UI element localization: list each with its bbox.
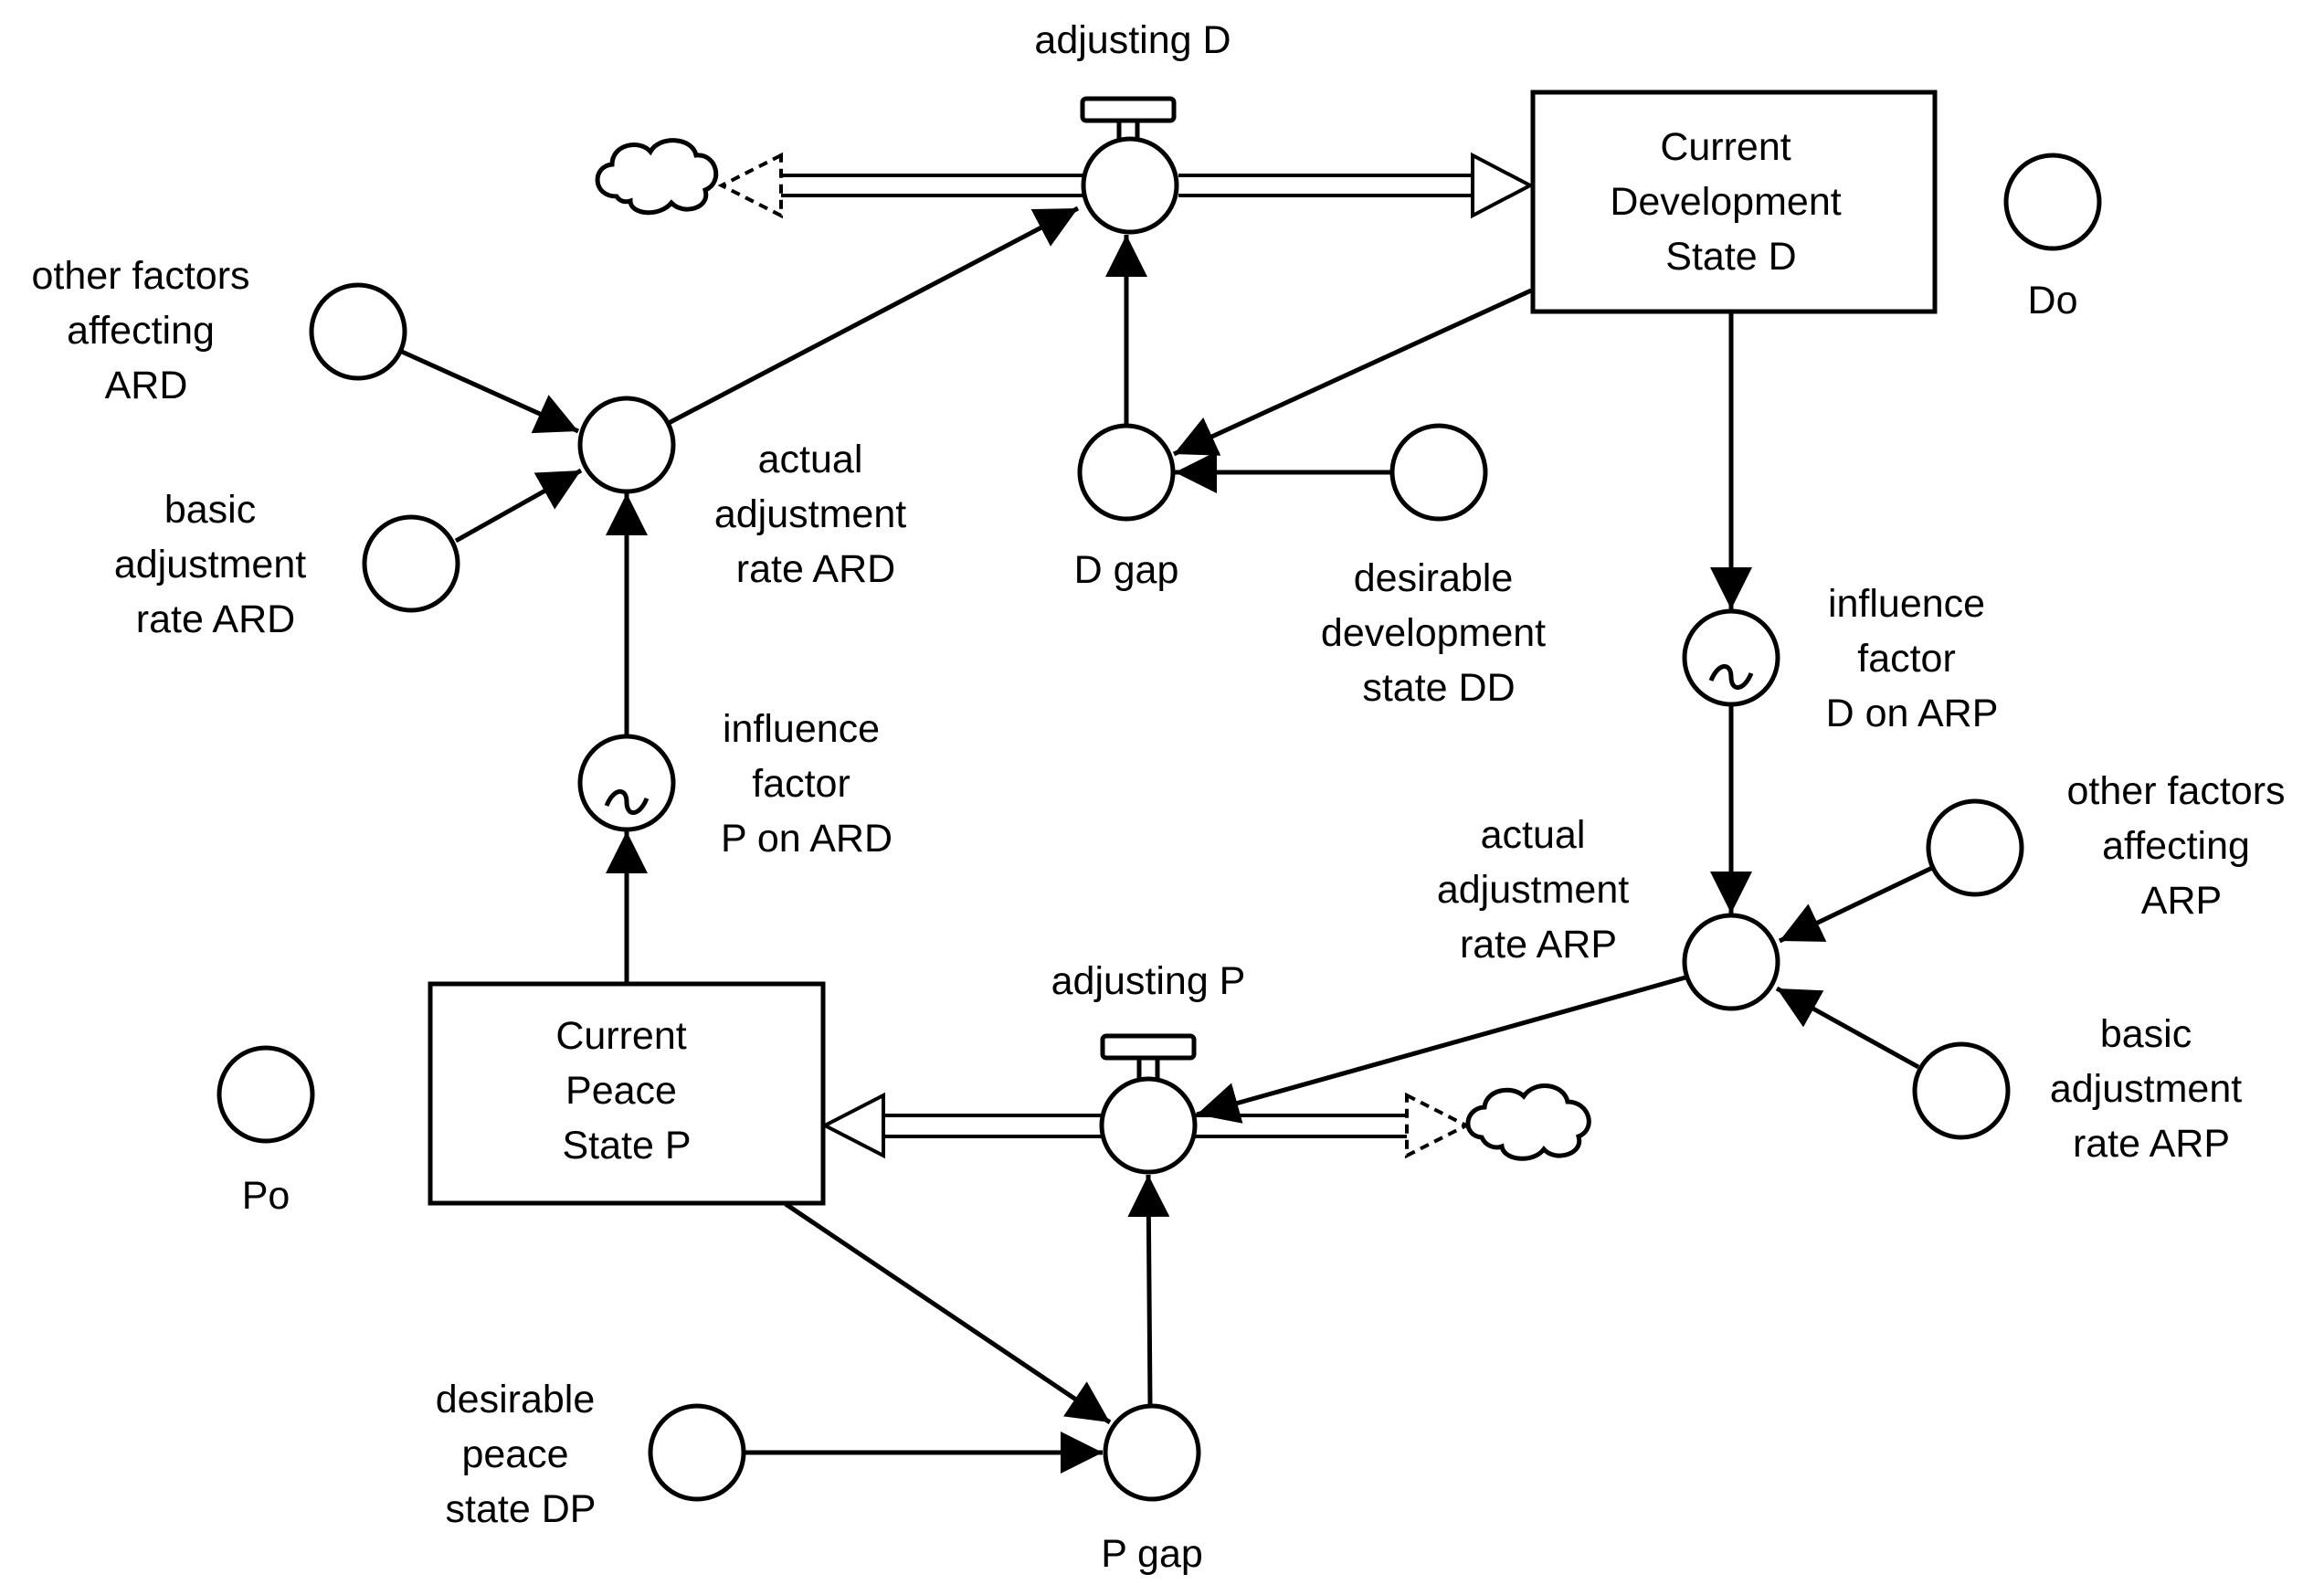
stock-current-peace-label: Current Peace State P	[555, 1014, 697, 1168]
stock-current-peace	[428, 981, 826, 1206]
p-gap-label: P gap	[1101, 1532, 1203, 1576]
po-label: Po	[242, 1174, 290, 1218]
other-factors-arp-label: other factors affecting ARP	[2067, 769, 2297, 923]
flow-pipe-adjusting-d	[717, 152, 1535, 219]
other-factors-arp-node	[1926, 798, 2024, 897]
adjusting-p-label: adjusting P	[1051, 959, 1246, 1003]
basic-rate-arp-label: basic adjustment rate ARP	[2050, 1012, 2253, 1166]
p-gap-node	[1103, 1403, 1201, 1502]
desirable-peace-label: desirable peace state DP	[436, 1378, 606, 1531]
causal-links	[400, 206, 1934, 1474]
actual-rate-ard-label: actual adjustment rate ARD	[714, 438, 917, 591]
link-actual-arp-to-adjusting-p	[1196, 975, 1686, 1124]
link-stock-p-to-p-gap	[784, 1201, 1112, 1425]
link-basic-rate-to-actual-arp	[1775, 986, 1920, 1070]
valve-icon	[1080, 96, 1177, 139]
influence-p-on-ard-node	[577, 734, 676, 832]
link-actual-ard-to-adjusting-d	[667, 206, 1080, 426]
adjusting-p-valve	[1099, 1076, 1198, 1175]
basic-rate-ard-label: basic adjustment rate ARD	[114, 488, 317, 641]
d-gap-node	[1077, 423, 1176, 522]
influence-d-on-arp-label: influence factor D on ARP	[1826, 582, 1999, 735]
actual-rate-ard-node	[577, 396, 676, 494]
desirable-peace-node	[648, 1403, 746, 1502]
adjusting-d-label: adjusting D	[1034, 18, 1231, 62]
basic-rate-ard-node	[362, 514, 460, 613]
tilde-icon	[1708, 664, 1754, 690]
link-p-gap-to-adjusting-p	[1127, 1174, 1170, 1405]
actual-rate-arp-node	[1682, 913, 1780, 1011]
flow-pipe-adjusting-p	[820, 1092, 1471, 1159]
other-factors-ard-label: other factors affecting ARD	[32, 254, 261, 407]
cloud-icon	[1465, 1083, 1591, 1161]
adjusting-d-valve	[1081, 136, 1179, 235]
valve-icon	[1100, 1033, 1197, 1078]
influence-d-on-arp-node	[1682, 608, 1780, 707]
influence-p-on-ard-label: influence factor P on ARD	[721, 707, 893, 861]
link-basic-rate-to-actual-ard	[454, 468, 583, 544]
d-gap-label: D gap	[1074, 548, 1179, 592]
other-factors-ard-node	[309, 282, 407, 381]
link-other-factors-to-actual-arp	[1778, 865, 1934, 944]
do-node	[2003, 153, 2102, 251]
link-stock-d-to-d-gap	[1172, 288, 1533, 457]
po-node	[217, 1045, 315, 1144]
stock-current-development-label: Current Development State D	[1610, 125, 1852, 279]
stock-current-development	[1530, 90, 1938, 314]
desirable-development-node	[1389, 423, 1488, 522]
tilde-icon	[604, 789, 650, 815]
do-label: Do	[2028, 279, 2078, 322]
desirable-development-label: desirable development state DD	[1321, 556, 1557, 710]
actual-rate-arp-label: actual adjustment rate ARP	[1437, 813, 1640, 967]
cloud-icon	[595, 138, 719, 216]
link-other-factors-to-actual-ard	[400, 349, 580, 434]
basic-rate-arp-node	[1912, 1041, 2011, 1140]
